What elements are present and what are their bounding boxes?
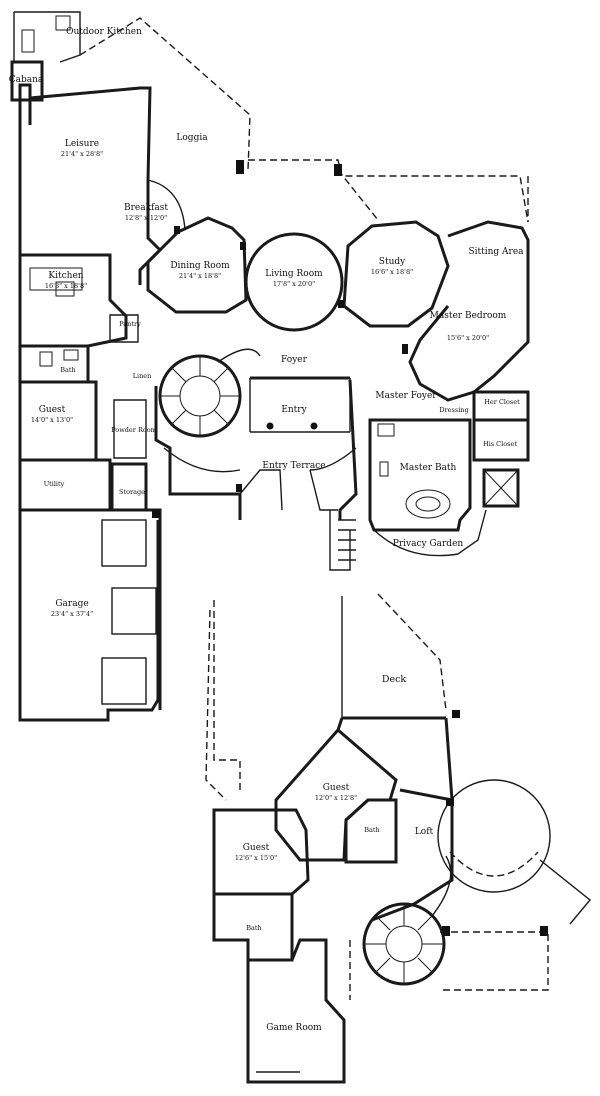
label-dressing: Dressing xyxy=(439,406,468,414)
label-kitchen: Kitchen xyxy=(48,271,83,281)
label-loft: Loft xyxy=(415,827,434,837)
label-dining-room: Dining Room xyxy=(170,261,230,271)
dims-study: 16'6" x 18'8" xyxy=(371,268,413,276)
label-game-room: Game Room xyxy=(266,1023,322,1033)
label-pantry: Pantry xyxy=(119,320,141,328)
label-guest-upper-1: Guest xyxy=(323,783,350,793)
label-powder-room: Powder Room xyxy=(111,426,157,434)
label-guest-main: Guest xyxy=(39,405,66,415)
deck-side-walls xyxy=(336,717,454,801)
label-breakfast: Breakfast xyxy=(124,203,168,213)
label-sitting-area: Sitting Area xyxy=(468,247,524,257)
upper-floor xyxy=(205,593,591,1084)
dims-dining-room: 21'4" x 18'8" xyxy=(179,272,221,280)
label-bath-main: Bath xyxy=(60,366,75,374)
dims-kitchen: 16'8" x 18'8" xyxy=(45,282,87,290)
label-living-room: Living Room xyxy=(265,269,323,279)
dims-guest-main: 14'0" x 13'0" xyxy=(31,416,73,424)
upper-column-1 xyxy=(442,926,450,936)
deck-outline xyxy=(205,593,447,801)
fixtures xyxy=(21,15,451,519)
label-storage: Storage xyxy=(119,488,145,496)
round-room-inner xyxy=(449,851,539,877)
upper-column-3 xyxy=(446,798,454,806)
label-deck: Deck xyxy=(382,674,407,685)
label-entry-terrace: Entry Terrace xyxy=(262,461,325,471)
label-master-foyer: Master Foyer xyxy=(375,391,437,401)
label-his-closet: His Closet xyxy=(483,440,517,448)
dims-breakfast: 12'8" x 12'0" xyxy=(125,214,167,222)
dims-living-room: 17'8" x 20'0" xyxy=(273,280,315,288)
label-master-bedroom: Master Bedroom xyxy=(430,311,507,321)
label-foyer: Foyer xyxy=(281,355,308,365)
loft-walls xyxy=(371,788,454,922)
spiral-staircase-upper xyxy=(362,855,452,986)
upper-column-2 xyxy=(540,926,548,936)
label-garage: Garage xyxy=(55,599,88,609)
label-bath-upper-2: Bath xyxy=(246,924,261,932)
dims-leisure: 21'4" x 28'8" xyxy=(61,150,103,158)
bath-upper-1-walls xyxy=(344,798,398,864)
label-bath-upper-1: Bath xyxy=(364,826,379,834)
exterior-walls xyxy=(10,11,530,722)
dims-guest-upper-2: 12'6" x 15'0" xyxy=(235,854,277,862)
label-privacy-garden: Privacy Garden xyxy=(393,539,464,549)
room-labels: Outdoor Kitchen Cabana Leisure 21'4" x 2… xyxy=(9,27,524,1033)
label-her-closet: Her Closet xyxy=(484,398,520,406)
balcony-outline xyxy=(440,931,549,991)
label-guest-upper-2: Guest xyxy=(243,843,270,853)
label-loggia: Loggia xyxy=(176,133,208,143)
dims-master-bedroom: 15'6" x 20'0" xyxy=(447,334,489,342)
label-master-bath: Master Bath xyxy=(400,463,457,473)
dims-guest-upper-1: 12'0" x 12'8" xyxy=(315,794,357,802)
game-room-walls xyxy=(246,938,346,1084)
label-linen: Linen xyxy=(133,372,152,380)
label-utility: Utility xyxy=(44,480,65,488)
label-outdoor-kitchen-1: Outdoor Kitchen xyxy=(66,27,142,37)
dims-garage: 23'4" x 37'4" xyxy=(51,610,93,618)
label-leisure: Leisure xyxy=(65,139,99,149)
round-room-wing xyxy=(539,859,591,925)
round-room-outline xyxy=(437,779,551,893)
spiral-staircase-main xyxy=(158,348,261,438)
columns xyxy=(152,160,460,718)
label-study: Study xyxy=(379,257,406,267)
label-cabana: Cabana xyxy=(9,75,44,85)
main-floor xyxy=(10,11,530,722)
label-entry: Entry xyxy=(281,405,307,415)
